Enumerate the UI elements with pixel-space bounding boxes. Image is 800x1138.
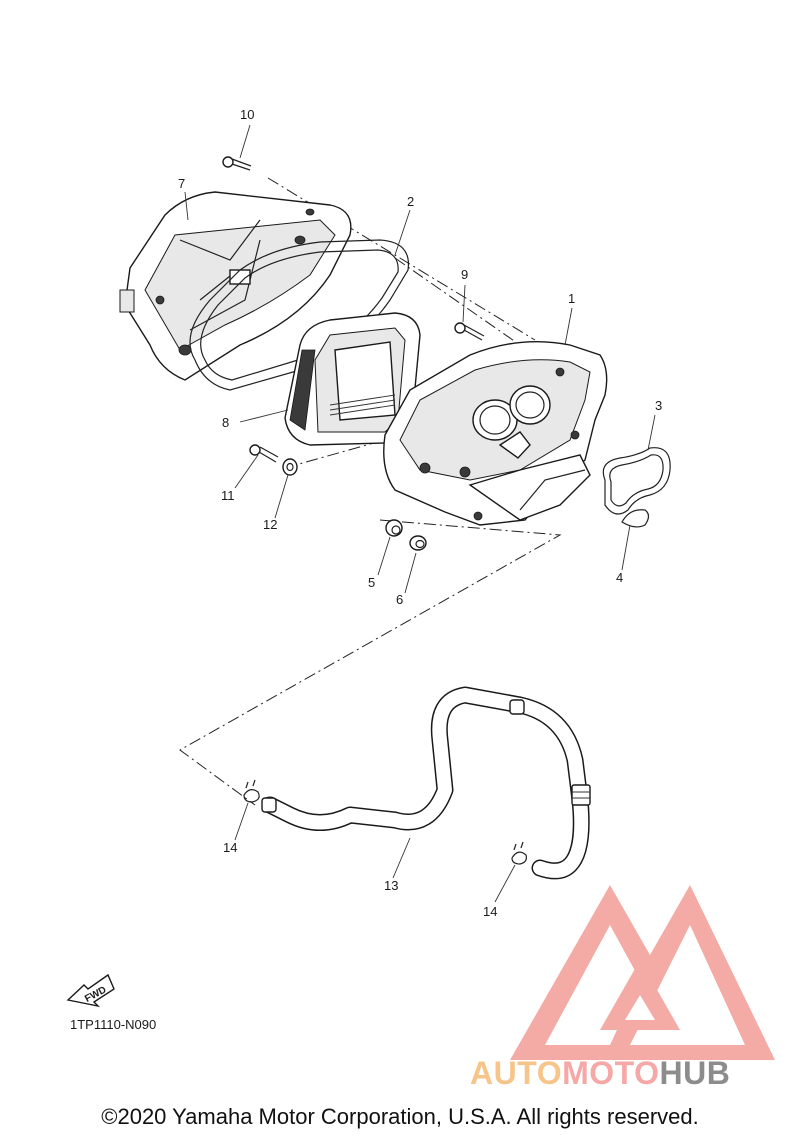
screw-11: [249, 444, 279, 463]
callout-8: 8: [222, 415, 229, 430]
fwd-arrow-icon: FWD: [66, 973, 115, 1008]
grommet-5: [385, 519, 403, 537]
callout-6: 6: [396, 592, 403, 607]
doc-number: 1TP1110-N090: [70, 1017, 157, 1032]
callout-7: 7: [178, 176, 185, 191]
case-cover: [119, 191, 352, 381]
o-ring-inner: [609, 454, 664, 507]
callout-4: 4: [616, 570, 623, 585]
copyright-notice: ©2020 Yamaha Motor Corporation, U.S.A. A…: [101, 1104, 699, 1129]
callout-3: 3: [655, 398, 662, 413]
watermark-auto: AUTO: [470, 1055, 563, 1091]
air-filter-element: [284, 312, 421, 446]
callout-11: 11: [221, 488, 235, 503]
air-cleaner-case: [383, 340, 608, 526]
watermark-hub: HUB: [659, 1055, 731, 1091]
washer-12: [282, 458, 298, 476]
callout-12: 12: [263, 517, 277, 532]
leader-lines: [184, 124, 656, 903]
callout-10: 10: [240, 107, 254, 122]
clip-14a: [243, 779, 260, 803]
screw-9: [454, 322, 485, 341]
gasket-inner: [200, 249, 399, 381]
callout-2: 2: [407, 194, 414, 209]
callout-1: 1: [568, 291, 575, 306]
callout-14b: 14: [483, 904, 497, 919]
watermark-logo: [510, 885, 775, 1060]
gasket: [189, 239, 410, 391]
watermark-text: AUTOMOTOHUB: [470, 1055, 730, 1092]
callout-13: 13: [384, 878, 398, 893]
hose-13: [261, 686, 591, 880]
collar-6: [409, 535, 427, 551]
o-ring: [602, 447, 671, 515]
callout-5: 5: [368, 575, 375, 590]
small-seal: [621, 509, 650, 528]
watermark-moto: MOTO: [562, 1055, 660, 1091]
callout-9: 9: [461, 267, 468, 282]
callout-14a: 14: [223, 840, 237, 855]
screw-10: [222, 156, 252, 171]
clip-14b: [511, 841, 527, 865]
